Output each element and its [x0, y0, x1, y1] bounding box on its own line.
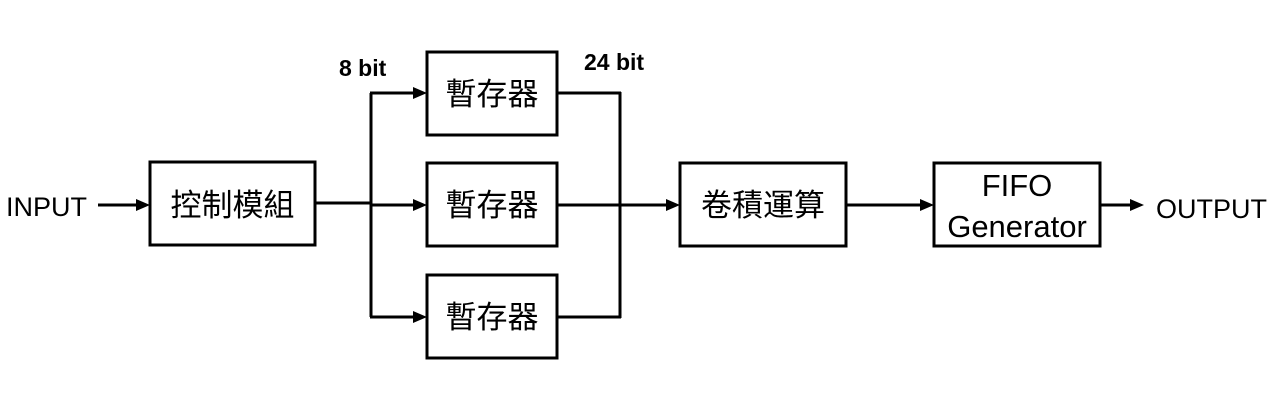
control-module-label: 控制模組	[171, 188, 295, 224]
input-label: INPUT	[6, 192, 87, 222]
fanout-wires	[316, 87, 427, 323]
output-arrow	[1101, 199, 1144, 211]
output-label: OUTPUT	[1156, 194, 1267, 224]
register-label: 暫存器	[446, 188, 539, 224]
input-arrow	[98, 199, 150, 211]
output-bus-width-label: 24 bit	[584, 49, 644, 75]
input-bus-width-label: 8 bit	[339, 55, 387, 81]
register-label: 暫存器	[446, 77, 539, 113]
convolution-label: 卷積運算	[701, 188, 825, 224]
register-block: 暫存器	[425, 50, 559, 137]
register-block: 暫存器	[425, 273, 559, 360]
register-block: 暫存器	[425, 161, 559, 248]
fifo-generator-block: FIFO Generator	[932, 161, 1102, 248]
convolution-block: 卷積運算	[678, 161, 848, 248]
generator-label: Generator	[947, 209, 1087, 244]
fanin-wires	[558, 91, 680, 319]
control-module-block: 控制模組	[148, 160, 317, 247]
conv-to-fifo-arrow	[847, 199, 934, 211]
fifo-label: FIFO	[982, 168, 1053, 203]
register-label: 暫存器	[446, 300, 539, 336]
